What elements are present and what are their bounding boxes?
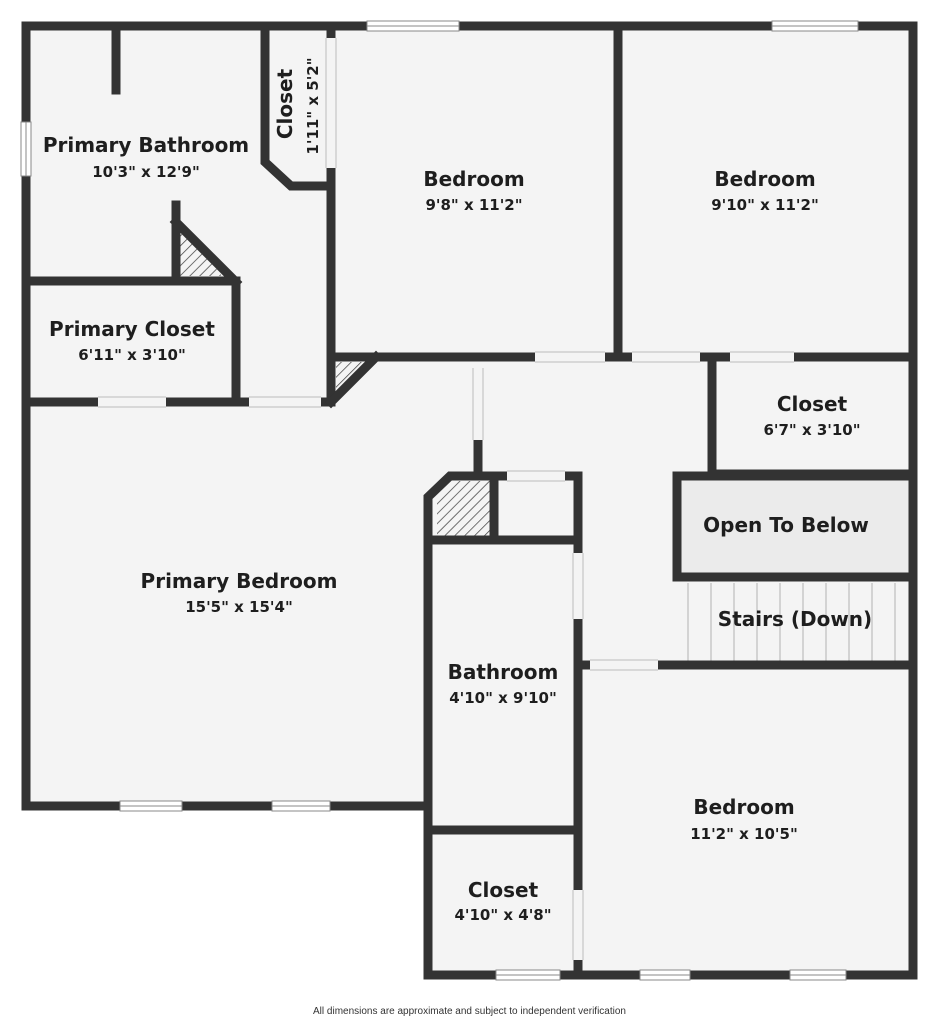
bathroom-dims: 4'10" x 9'10" — [449, 689, 557, 707]
openings — [98, 38, 794, 960]
closet-hall-label: Closet — [777, 392, 848, 416]
closet-bottom-dims: 4'10" x 4'8" — [454, 906, 551, 924]
stairs-label: Stairs (Down) — [718, 607, 872, 631]
primary-bedroom-dims: 15'5" x 15'4" — [185, 598, 293, 616]
bedroom-3-dims: 11'2" x 10'5" — [690, 825, 798, 843]
bathroom-label: Bathroom — [448, 660, 559, 684]
bedroom-1-dims: 9'8" x 11'2" — [425, 196, 522, 214]
window-panes — [25, 25, 858, 976]
closet-small-dims: 1'11" x 5'2" — [304, 57, 322, 154]
opening-lines — [98, 38, 794, 960]
primary-closet-dims: 6'11" x 3'10" — [78, 346, 186, 364]
bedroom-3-label: Bedroom — [693, 795, 794, 819]
primary-closet-label: Primary Closet — [49, 317, 215, 341]
bedroom-2-label: Bedroom — [714, 167, 815, 191]
disclaimer-text: All dimensions are approximate and subje… — [313, 1006, 626, 1017]
closet-bottom-label: Closet — [468, 878, 539, 902]
walls — [21, 21, 918, 980]
open-to-below-label: Open To Below — [703, 513, 869, 537]
primary-bedroom-label: Primary Bedroom — [141, 569, 338, 593]
stair-treads — [687, 583, 896, 661]
bedroom-2-dims: 9'10" x 11'2" — [711, 196, 819, 214]
closet-hall-dims: 6'7" x 3'10" — [763, 421, 860, 439]
open-to-below-area — [679, 479, 911, 577]
primary-bathroom-dims: 10'3" x 12'9" — [92, 163, 200, 181]
room-labels: Primary Bathroom 10'3" x 12'9" Closet 1'… — [43, 57, 872, 924]
bedroom-1-label: Bedroom — [423, 167, 524, 191]
primary-bathroom-label: Primary Bathroom — [43, 133, 249, 157]
closet-small-label: Closet — [273, 68, 297, 139]
